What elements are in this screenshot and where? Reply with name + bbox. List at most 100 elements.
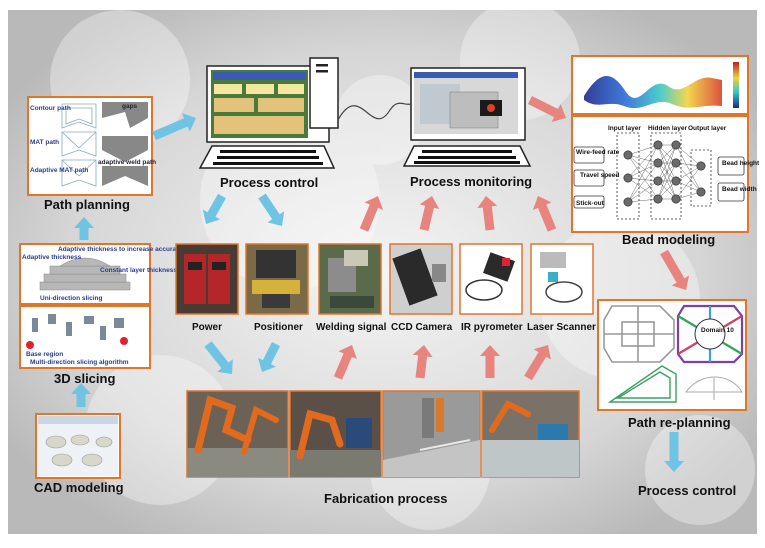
nn-node — [653, 176, 663, 186]
path-planning-panel: Contour path gaps MAT path Adaptive MAT … — [27, 96, 156, 196]
nn-node — [696, 187, 706, 197]
arrow-replanning-to-control — [664, 432, 684, 472]
arrow-slicing-to-path — [74, 217, 94, 240]
power-photo — [175, 243, 239, 315]
arrow-ccd-to-monitoring — [419, 196, 440, 231]
arrow-monitoring-to-bead — [528, 96, 566, 122]
nn-node — [696, 161, 706, 171]
input-layer-label: Input layer — [608, 125, 641, 132]
bead-modeling-panel: Input layer Hidden layer Output layer Wi… — [571, 55, 760, 233]
nn-node — [653, 194, 663, 204]
nn-edge — [675, 162, 702, 193]
nn-node — [623, 173, 633, 183]
output-layer-label: Output layer — [688, 125, 727, 132]
nn-edge — [627, 154, 659, 200]
arrow-cad-to-slicing — [71, 383, 91, 407]
fabrication-process-label: Fabrication process — [324, 491, 448, 506]
process-control-2-label: Process control — [638, 483, 737, 498]
nn-node — [671, 194, 681, 204]
nn-edge — [675, 165, 702, 182]
fabrication-photo-1 — [186, 390, 289, 478]
arrow-bead-to-replanning — [660, 249, 690, 290]
arrow-fabrication-to-ccd — [412, 345, 433, 379]
nn-edge — [627, 177, 659, 200]
nn-node — [653, 158, 663, 168]
uni-direction-slicing-label: Uni-direction slicing — [40, 295, 103, 302]
nn-edge — [627, 144, 659, 179]
nn-node — [653, 140, 663, 150]
arrow-fabrication-to-ir — [480, 345, 500, 378]
contour-path-label: Contour path — [30, 105, 71, 112]
arrow-positioner-to-fabrication — [258, 342, 280, 372]
computer-cable — [337, 102, 412, 121]
ir-pyrometer-photo — [459, 243, 523, 315]
nn-node — [671, 158, 681, 168]
process-monitoring-label: Process monitoring — [410, 174, 533, 189]
nn-edge — [657, 144, 677, 200]
ccd-camera-label: CCD Camera — [391, 322, 453, 333]
device-photos — [175, 243, 594, 315]
domain-label: Domain 10 — [701, 327, 734, 334]
adaptive-thickness-accuracy-label: Adaptive thickness to increase accuracy — [58, 246, 184, 253]
fabrication-photos — [186, 390, 580, 478]
process-monitoring-computer — [402, 67, 532, 167]
nn-node — [623, 197, 633, 207]
bead-modeling-label: Bead modeling — [622, 232, 716, 247]
slicing-3d-label: 3D slicing — [54, 371, 116, 386]
nn-edge — [627, 144, 659, 203]
adaptive-mat-path-label: Adaptive MAT path — [30, 167, 88, 174]
multi-direction-slicing-label: Multi-direction slicing algorithm — [30, 359, 129, 366]
bead-height-label: Bead height — [722, 160, 760, 167]
path-replanning-label: Path re-planning — [628, 415, 731, 430]
ir-pyrometer-label: IR pyrometer — [461, 322, 523, 333]
nn-edge — [627, 162, 659, 203]
slicing-panel: Adaptive thickness to increase accuracy … — [19, 243, 184, 369]
base-region-label: Base region — [26, 351, 63, 358]
welding-signal-label: Welding signal — [316, 322, 387, 333]
stick-out-label: Stick-out — [576, 200, 605, 207]
arrow-control-to-positioner — [258, 193, 285, 226]
positioner-label: Positioner — [254, 322, 303, 333]
laser-scanner-label: Laser Scanner — [527, 322, 596, 333]
nn-node — [671, 176, 681, 186]
fabrication-photo-2 — [289, 390, 382, 478]
arrow-path-to-control — [152, 113, 196, 141]
nn-edge — [627, 177, 659, 182]
gaps-label: gaps — [122, 103, 138, 110]
nn-edge — [627, 154, 659, 182]
bead-width-label: Bead width — [722, 186, 757, 193]
adaptive-weld-path-label: adaptive weld path — [98, 159, 156, 166]
arrow-ir-to-monitoring — [477, 196, 498, 231]
path-replanning-panel: Domain 10 — [597, 299, 747, 411]
travel-speed-label: Travel speed — [580, 172, 619, 179]
cad-modeling-panel — [35, 413, 121, 479]
process-control-computer — [198, 57, 339, 169]
power-label: Power — [192, 322, 223, 333]
nn-edge — [675, 180, 702, 193]
nn-edge — [657, 144, 677, 182]
nn-edge — [675, 144, 702, 193]
nn-node — [623, 150, 633, 160]
ccd-camera-photo — [389, 243, 453, 315]
laser-scanner-photo — [530, 243, 594, 315]
arrow-welding-to-monitoring — [359, 196, 384, 232]
nn-edge — [627, 144, 659, 156]
positioner-photo — [245, 243, 309, 315]
nn-nodes — [623, 140, 706, 207]
nn-edge — [675, 165, 702, 200]
nn-edge — [627, 198, 659, 203]
nn-edge — [627, 154, 659, 164]
nn-edge — [627, 162, 659, 179]
constant-layer-thickness-label: Constant layer thickness — [100, 267, 177, 274]
nn-edge — [627, 180, 659, 203]
nn-node — [671, 140, 681, 150]
fabrication-photo-4 — [481, 390, 580, 478]
nn-edge — [657, 162, 677, 200]
arrow-fabrication-to-welding — [333, 345, 357, 380]
adaptive-thickness-label: Adaptive thickness — [22, 254, 82, 261]
welding-signal-photo — [318, 243, 382, 315]
hidden-layer-label: Hidden layer — [648, 125, 687, 132]
fabrication-photo-3 — [382, 390, 481, 478]
